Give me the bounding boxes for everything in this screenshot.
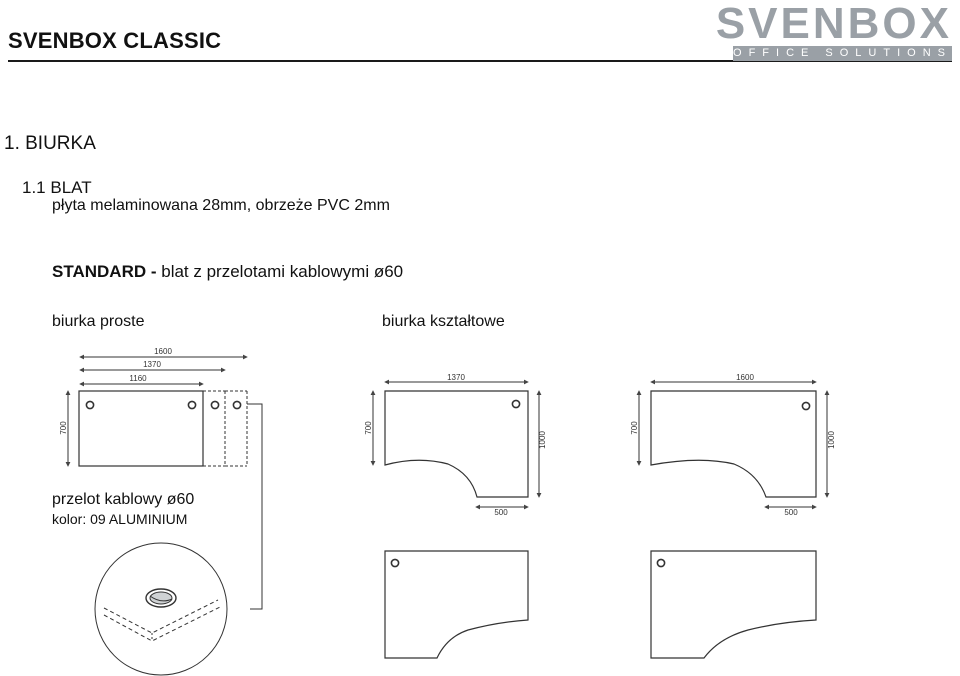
cable-hole [85,400,95,410]
material-description: płyta melaminowana 28mm, obrzeże PVC 2mm [52,197,390,214]
shaped-desks-label: biurka kształtowe [382,313,505,330]
shaped-desk-top-1600-mirrored [650,550,817,659]
detail-callout-bracket [247,403,263,610]
section-heading: 1. BIURKA [4,133,96,154]
brand-logo-tagline: OFFICE SOLUTIONS [733,46,952,61]
cable-hole [210,400,220,410]
dim-label-straight-depth: 700 [59,421,68,435]
dim-label-shaped2-width: 1600 [736,373,754,382]
header-divider [8,60,952,62]
brand-logo-word: SVENBOX [715,0,952,48]
dim-label-shaped1-width: 1370 [447,373,465,382]
cable-hole [801,401,811,411]
standard-label: STANDARD - [52,262,157,281]
cable-grommet-note: przelot kablowy ø60 [52,491,195,508]
cable-grommet-detail [103,588,221,642]
shaped-desk-top-1370 [384,390,529,498]
cable-hole [232,400,242,410]
dim-label-shaped1-return: 500 [494,508,508,517]
dim-label-shaped2-return: 500 [784,508,798,517]
cable-hole [187,400,197,410]
subsection-heading: 1.1 BLAT [22,178,92,197]
dim-label-shaped2-depth: 700 [630,421,639,435]
straight-desks-label: biurka proste [52,313,145,330]
cable-hole [656,558,666,568]
shaped-desk-top-1600 [650,390,817,498]
shaped-desk-top-1370-mirrored [384,550,529,659]
dim-label-1600: 1600 [154,347,172,356]
cable-hole [511,399,521,409]
dim-label-1370: 1370 [143,360,161,369]
standard-text: blat z przelotami kablowymi ø60 [161,262,404,281]
dim-label-shaped1-total: 1000 [538,431,547,449]
color-note: kolor: 09 ALUMINIUM [52,511,188,527]
dim-label-shaped2-total: 1000 [827,431,836,449]
straight-desk-top [78,390,204,467]
dim-label-shaped1-depth: 700 [364,421,373,435]
dim-label-1160: 1160 [129,374,147,383]
cable-grommet-detail-circle [94,542,228,676]
page-title: SVENBOX CLASSIC [8,28,222,53]
cable-hole [390,558,400,568]
standard-line: STANDARD - blat z przelotami kablowymi ø… [52,262,403,282]
